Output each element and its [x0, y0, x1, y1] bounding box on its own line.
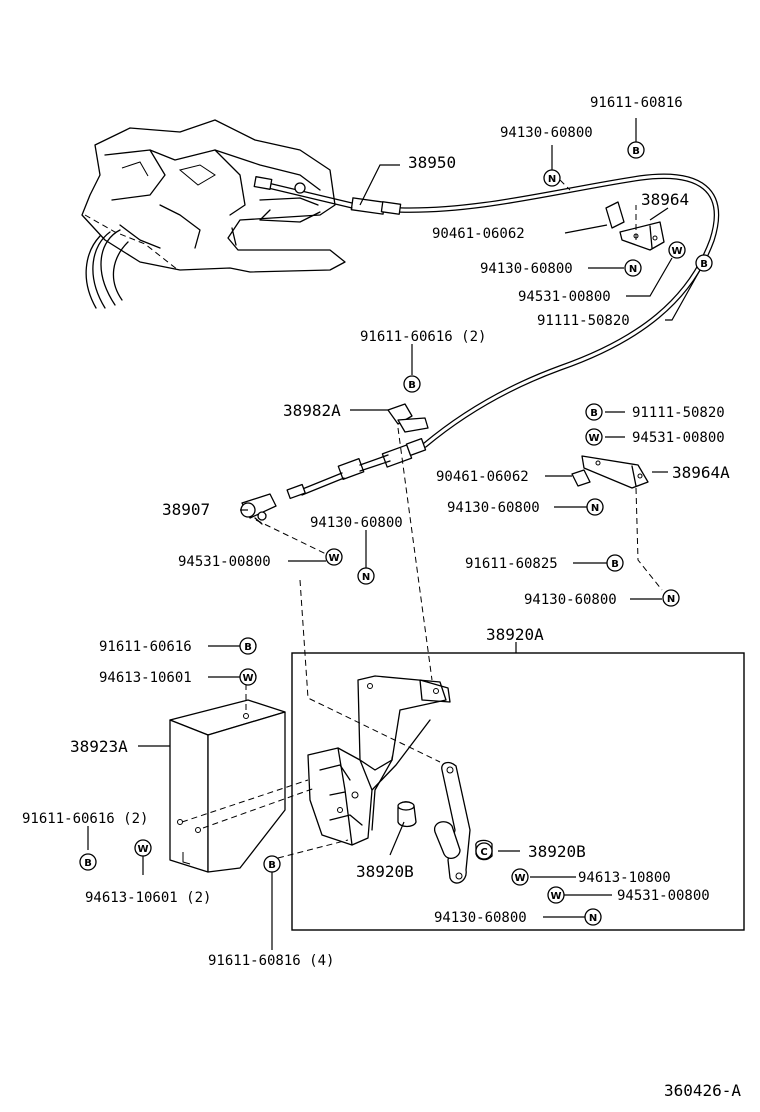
- nut-symbol: N: [357, 567, 375, 585]
- part-label: 38923A: [70, 737, 128, 756]
- part-label: 91611-60616 (2): [22, 811, 148, 827]
- svg-text:B: B: [700, 259, 708, 270]
- part-label: 38964: [641, 190, 689, 209]
- svg-text:N: N: [362, 572, 370, 583]
- clip-symbol: C: [475, 842, 493, 860]
- svg-text:N: N: [629, 264, 637, 275]
- nut-symbol: N: [584, 908, 602, 926]
- part-label: 91111-50820: [537, 313, 630, 329]
- svg-text:B: B: [611, 559, 619, 570]
- part-label: 94531-00800: [617, 888, 710, 904]
- washer-symbol: W: [325, 548, 343, 566]
- part-label: 94130-60800: [310, 515, 403, 531]
- nut-symbol: N: [543, 169, 561, 187]
- part-label: 94130-60800: [500, 125, 593, 141]
- svg-text:W: W: [514, 873, 525, 884]
- washer-symbol: W: [668, 241, 686, 259]
- part-label: 94130-60800: [480, 261, 573, 277]
- bolt-symbol: B: [606, 554, 624, 572]
- bracket-38964a-illustration: [571, 455, 649, 489]
- part-label: 94130-60800: [434, 910, 527, 926]
- part-label: 91611-60825: [465, 556, 558, 572]
- svg-text:W: W: [588, 433, 599, 444]
- assembly-38920a-box: [291, 652, 745, 931]
- washer-symbol: W: [239, 668, 257, 686]
- part-label: 90461-06062: [436, 469, 529, 485]
- part-label: 91611-60816 (4): [208, 953, 334, 969]
- nut-symbol: N: [586, 498, 604, 516]
- part-label: 90461-06062: [432, 226, 525, 242]
- part-label: 38920B: [356, 862, 414, 881]
- washer-symbol: W: [585, 428, 603, 446]
- part-label: 38982A: [283, 401, 341, 420]
- lever-assembly-illustration: [307, 675, 451, 846]
- bolt-symbol: B: [403, 375, 421, 393]
- bolt-symbol: B: [695, 254, 713, 272]
- bolt-symbol: B: [263, 855, 281, 873]
- nut-symbol: N: [624, 259, 642, 277]
- svg-text:B: B: [84, 858, 92, 869]
- svg-text:W: W: [671, 246, 682, 257]
- svg-text:B: B: [268, 860, 276, 871]
- svg-text:N: N: [548, 174, 556, 185]
- svg-text:B: B: [408, 380, 416, 391]
- diagram-id: 360426-A: [664, 1081, 741, 1100]
- part-label: 94613-10800: [578, 870, 671, 886]
- part-label: 38907: [162, 500, 210, 519]
- bolt-symbol: B: [79, 853, 97, 871]
- part-label: 94613-10601: [99, 670, 192, 686]
- svg-text:W: W: [137, 844, 148, 855]
- part-label: 91611-60616: [99, 639, 192, 655]
- part-label: 94531-00800: [632, 430, 725, 446]
- part-label: 94130-60800: [447, 500, 540, 516]
- bolt-symbol: B: [239, 637, 257, 655]
- washer-symbol: W: [511, 868, 529, 886]
- clamp-38982a-illustration: [387, 403, 429, 433]
- fastener-symbols: B N N W B B B W N W N B N B W B W B C W …: [79, 141, 713, 926]
- part-label: 94531-00800: [178, 554, 271, 570]
- engine-assembly-illustration: [81, 119, 346, 309]
- part-label: 91111-50820: [632, 405, 725, 421]
- svg-text:W: W: [242, 673, 253, 684]
- svg-text:B: B: [632, 146, 640, 157]
- part-label: 38920B: [528, 842, 586, 861]
- svg-text:N: N: [589, 913, 597, 924]
- svg-text:C: C: [480, 847, 487, 858]
- part-label: 91611-60816: [590, 95, 683, 111]
- washer-symbol: W: [134, 839, 152, 857]
- svg-text:B: B: [590, 408, 598, 419]
- svg-text:W: W: [550, 891, 561, 902]
- part-labels: 91611-60816 94130-60800 38950 38964 9046…: [22, 95, 741, 1100]
- nut-symbol: N: [662, 589, 680, 607]
- cover-38923a-illustration: [169, 699, 286, 873]
- joint-38907-illustration: [240, 493, 277, 525]
- part-label: 38950: [408, 153, 456, 172]
- bracket-38964-illustration: [605, 201, 665, 251]
- part-label: 94130-60800: [524, 592, 617, 608]
- part-label: 38920A: [486, 625, 544, 644]
- part-label: 38964A: [672, 463, 730, 482]
- bolt-symbol: B: [585, 403, 603, 421]
- control-cable: [253, 173, 720, 500]
- svg-text:N: N: [667, 594, 675, 605]
- svg-text:N: N: [591, 503, 599, 514]
- part-label: 94613-10601 (2): [85, 890, 211, 906]
- part-label: 94531-00800: [518, 289, 611, 305]
- leader-lines: [87, 118, 701, 950]
- washer-symbol: W: [547, 886, 565, 904]
- svg-text:W: W: [328, 553, 339, 564]
- bolt-symbol: B: [627, 141, 645, 159]
- part-label: 91611-60616 (2): [360, 329, 486, 345]
- assembly-guide-lines: [181, 179, 663, 859]
- svg-text:B: B: [244, 642, 252, 653]
